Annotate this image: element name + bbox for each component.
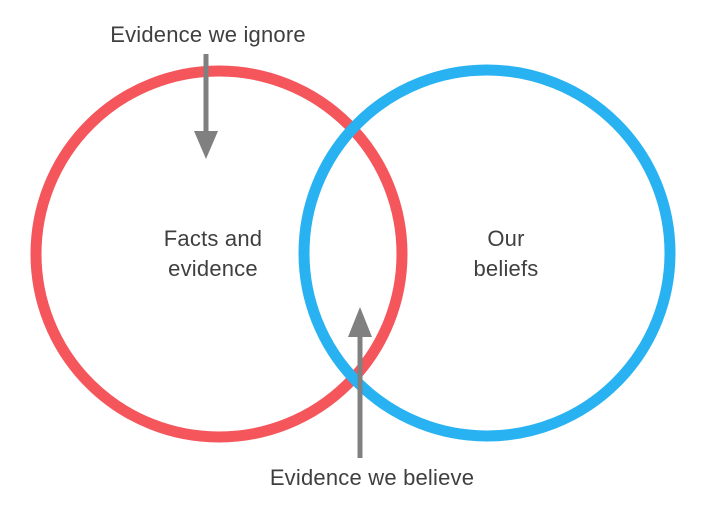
- our-beliefs-label: Our beliefs: [473, 226, 539, 281]
- evidence-we-ignore-label: Evidence we ignore: [110, 22, 306, 47]
- facts-and-evidence-label: Facts and evidence: [163, 226, 263, 281]
- believe-arrow-head-icon: [348, 307, 372, 337]
- ignore-arrow-head-icon: [194, 131, 218, 159]
- beliefs-circle: [298, 64, 676, 442]
- evidence-we-believe-label: Evidence we believe: [269, 465, 475, 490]
- facts-circle: [30, 65, 408, 443]
